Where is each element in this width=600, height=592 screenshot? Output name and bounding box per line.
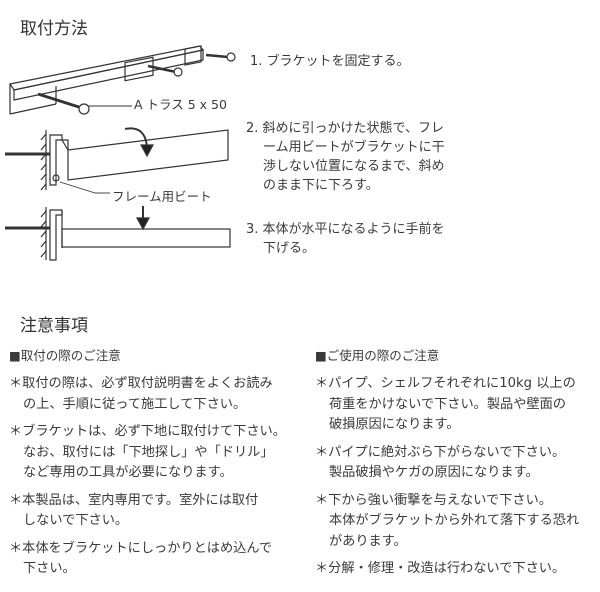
wall-hatch-icon — [40, 130, 47, 260]
caution-line: の上、手順に従って施工して下さい。 — [23, 396, 247, 412]
step-text: 渉しない位置になるまで、斜め — [263, 159, 445, 174]
step-1: 1. ブラケットを固定する。 — [250, 52, 410, 71]
caution-line: ＊ブラケットは、必ず下地に取付けて下さい。 — [9, 424, 286, 439]
caution-item: ＊パイプ、シェルフそれぞれに10kg 以上の 荷重をかけないで下さい。製品や壁面… — [315, 374, 579, 436]
down-arrow-icon — [135, 206, 151, 231]
caution-line: 本体がブラケットから外れて落下する恐れ — [329, 513, 580, 528]
caution-item: ＊本製品は、室内専用です。室外には取付 しないで下さい。 — [9, 491, 286, 532]
caution-line: ＊パイプ、シェルフそれぞれに10kg 以上の — [315, 376, 576, 391]
caution-line: しないで下さい。 — [23, 513, 129, 528]
caution-line: 荷重をかけないで下さい。製品や壁面の — [329, 396, 566, 412]
usage-caution-heading: ■ご使用の際のご注意 — [315, 348, 440, 363]
install-caution-list: ＊取付の際は、必ず取付説明書をよくお読み の上、手順に従って施工して下さい。 ＊… — [9, 374, 286, 580]
caution-line: ＊分解・修理・改造は行わないで下さい。 — [315, 561, 566, 576]
step-3: 3. 本体が水平になるように手前を 下げる。 — [246, 220, 445, 258]
screw-icon — [37, 52, 236, 115]
bracket-rail-illustration — [9, 45, 205, 115]
step-text: 3. 本体が水平になるように手前を — [246, 222, 445, 237]
step-text: 1. ブラケットを固定する。 — [250, 54, 410, 69]
screw-label: A トラス 5 x 50 — [134, 97, 227, 112]
cautions-title: 注意事項 — [20, 316, 88, 336]
install-title: 取付方法 — [20, 19, 88, 39]
caution-line: ＊パイプに絶対ぶら下がらないで下さい。 — [315, 444, 566, 460]
caution-line: 製品破損やケガの原因になります。 — [329, 465, 539, 480]
caution-line: があります。 — [329, 533, 407, 549]
step-text: ーム用ビートがブラケットに干 — [263, 140, 445, 155]
step-text: 2. 斜めに引っかけた状態で、フレ — [246, 121, 445, 136]
step-text: のまま下に下ろす。 — [263, 178, 379, 193]
caution-item: ＊パイプに絶対ぶら下がらないで下さい。 製品破損やケガの原因になります。 — [315, 443, 579, 484]
install-caution-heading: ■取付の際のご注意 — [9, 348, 121, 363]
caution-line: ＊本体をブラケットにしっかりとはめ込んで — [9, 540, 273, 556]
caution-line: など専用の工具が必要になります。 — [23, 465, 233, 480]
shelf-level-illustration — [5, 209, 231, 261]
caution-line: ＊取付の際は、必ず取付説明書をよくお読み — [9, 376, 273, 391]
caution-item: ＊下から強い衝撃を与えないで下さい。 本体がブラケットから外れて落下する恐れ が… — [315, 491, 579, 553]
caution-line: なお、取付には「下地探し」や「ドリル」 — [23, 444, 274, 460]
caution-item: ＊取付の際は、必ず取付説明書をよくお読み の上、手順に従って施工して下さい。 — [9, 374, 286, 415]
installation-diagram — [5, 45, 236, 261]
caution-item: ＊分解・修理・改造は行わないで下さい。 — [315, 559, 579, 580]
step-2: 2. 斜めに引っかけた状態で、フレ ーム用ビートがブラケットに干 渉しない位置に… — [246, 119, 445, 195]
usage-caution-list: ＊パイプ、シェルフそれぞれに10kg 以上の 荷重をかけないで下さい。製品や壁面… — [315, 374, 579, 580]
caution-item: ＊本体をブラケットにしっかりとはめ込んで 下さい。 — [9, 539, 286, 580]
caution-line: ＊下から強い衝撃を与えないで下さい。 — [315, 492, 552, 508]
rotate-arrow-icon — [124, 127, 155, 158]
caution-line: 下さい。 — [23, 561, 76, 576]
caution-item: ＊ブラケットは、必ず下地に取付けて下さい。 なお、取付には「下地探し」や「ドリル… — [9, 422, 286, 484]
frame-bit-label: フレーム用ビート — [112, 189, 212, 204]
step-text: 下げる。 — [263, 241, 316, 256]
caution-line: 破損原因になります。 — [329, 417, 460, 432]
shelf-tilted-illustration — [5, 129, 229, 186]
caution-line: ＊本製品は、室内専用です。室外には取付 — [9, 492, 259, 508]
